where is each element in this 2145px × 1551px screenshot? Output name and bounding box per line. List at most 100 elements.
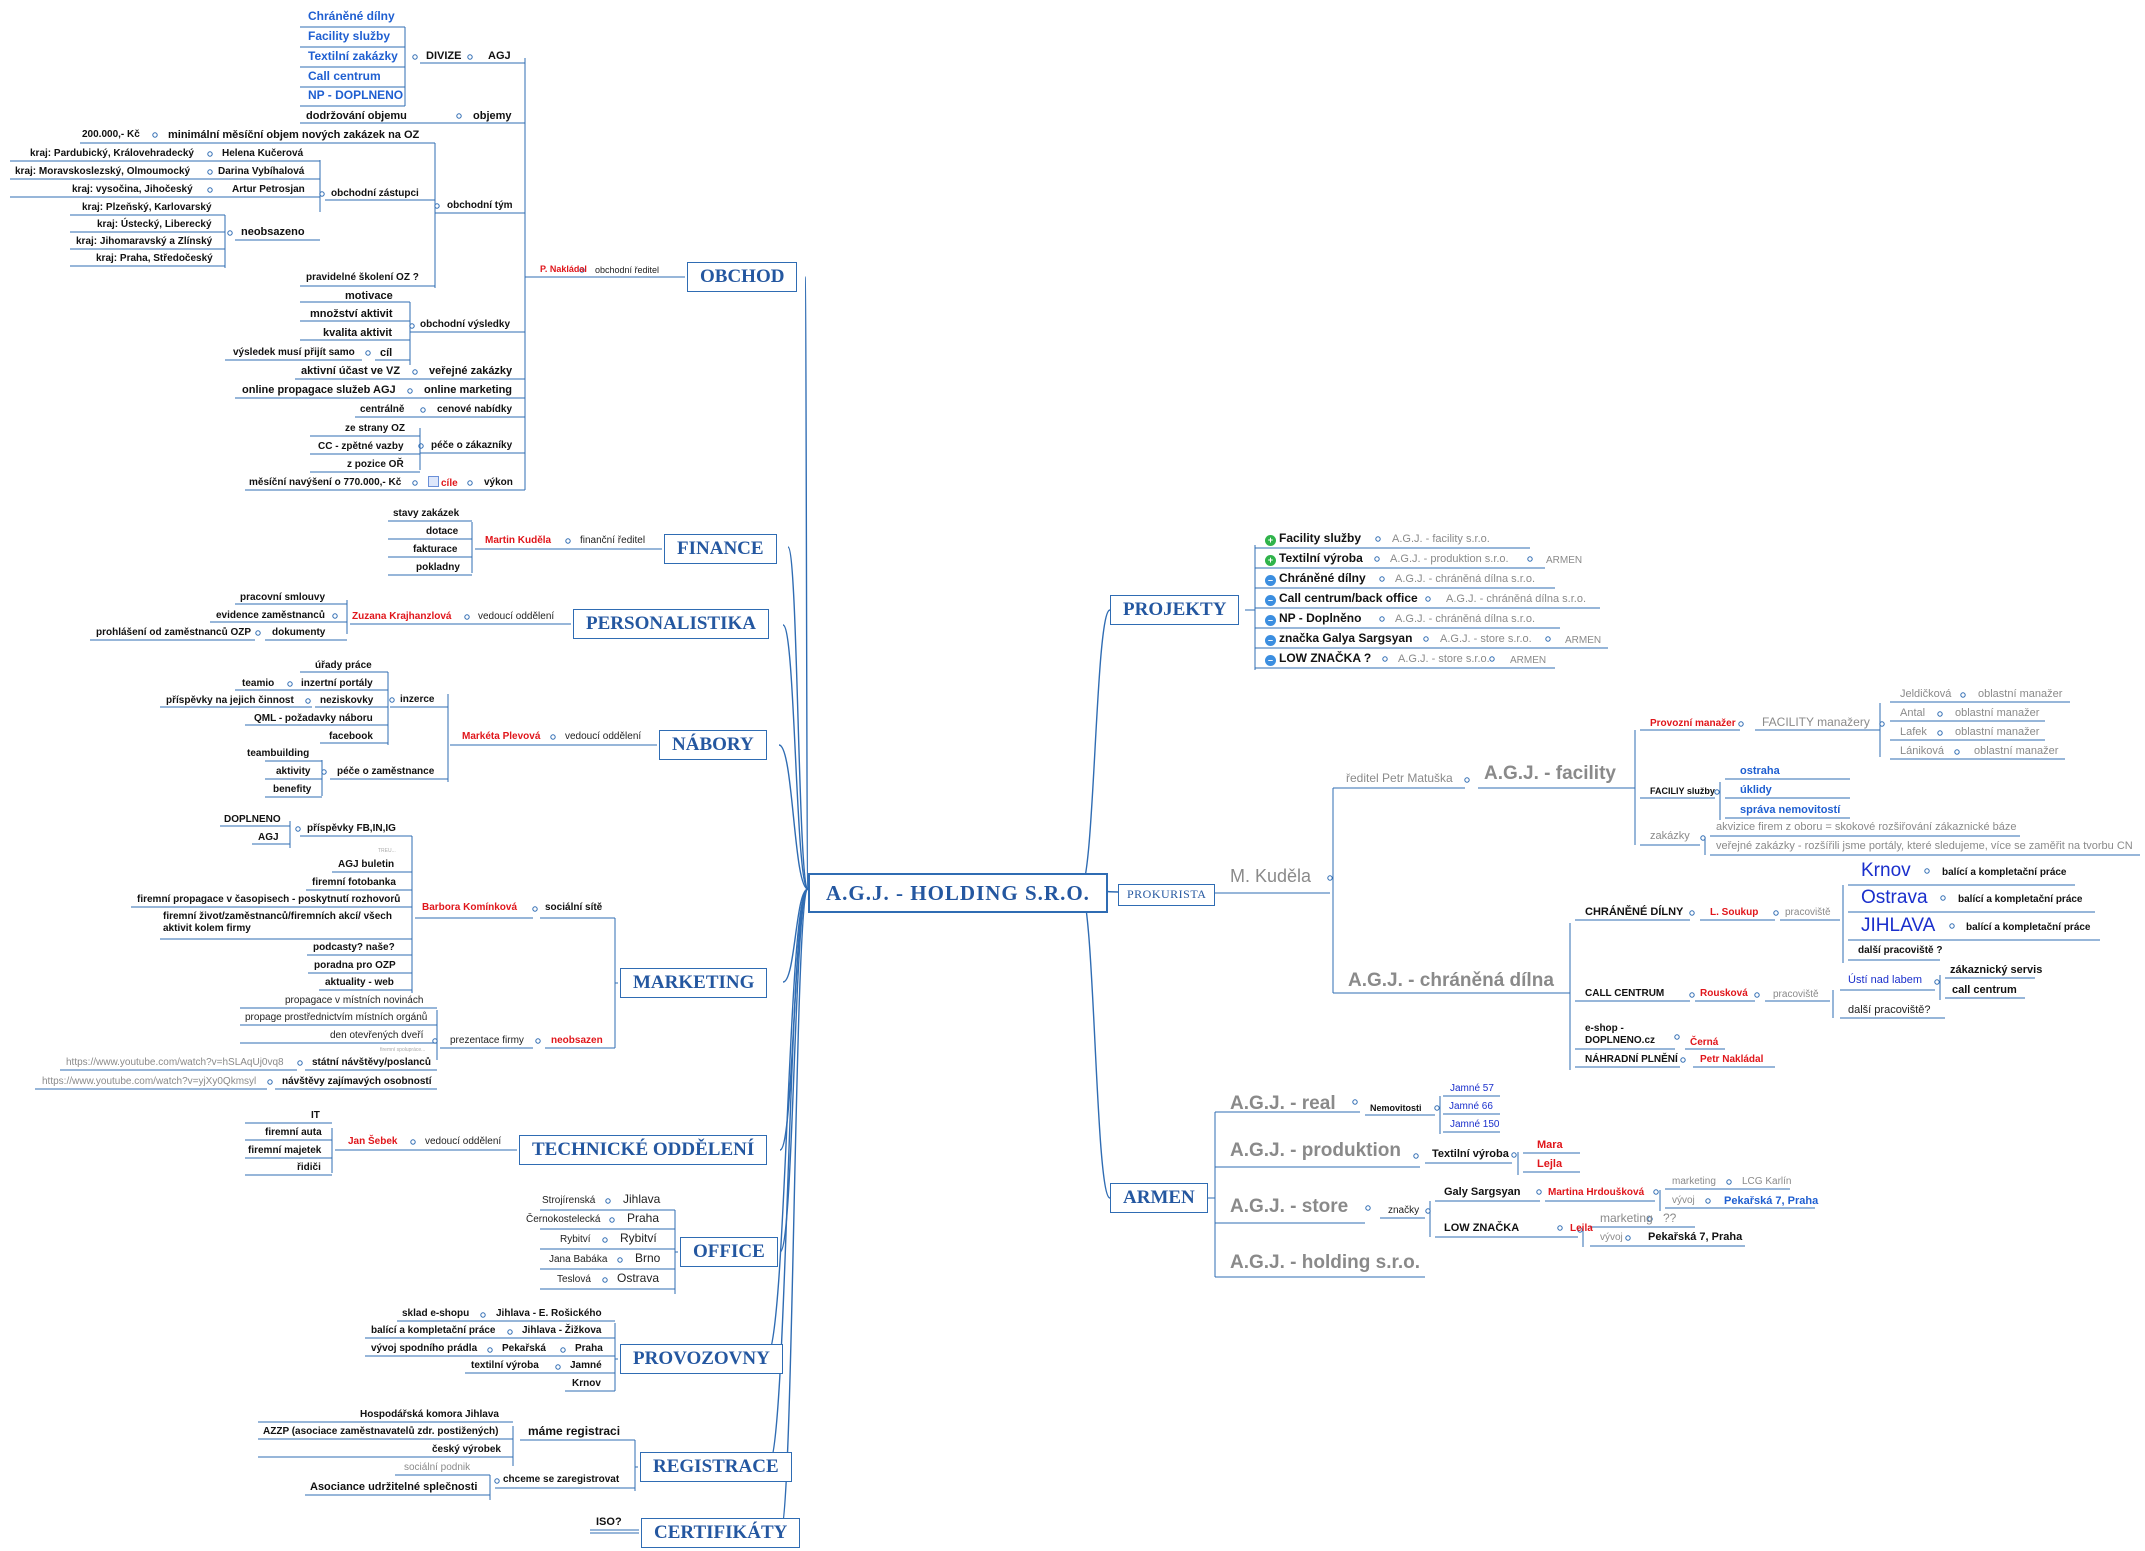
branch-dot[interactable]	[579, 267, 585, 273]
prokurista-node[interactable]: PROKURISTA	[1118, 884, 1216, 906]
branch-dot[interactable]	[152, 132, 158, 138]
branch-dot[interactable]	[605, 1198, 611, 1204]
finance-item-text: fakturace	[413, 544, 458, 555]
branch-dot[interactable]	[1937, 730, 1943, 736]
branch-dot[interactable]	[297, 1060, 303, 1066]
obchod-node[interactable]: OBCHOD	[687, 262, 798, 292]
branch-dot[interactable]	[412, 54, 418, 60]
branch-dot[interactable]	[1365, 1205, 1371, 1211]
finance-node[interactable]: FINANCE	[664, 534, 777, 564]
branch-dot[interactable]	[267, 1079, 273, 1085]
branch-dot[interactable]	[1545, 636, 1551, 642]
branch-dot[interactable]	[467, 54, 473, 60]
branch-dot[interactable]	[1374, 556, 1380, 562]
branch-dot[interactable]	[410, 1139, 416, 1145]
branch-dot[interactable]	[1434, 1105, 1440, 1111]
branch-dot[interactable]	[609, 1217, 615, 1223]
branch-dot[interactable]	[1773, 910, 1779, 916]
branch-dot[interactable]	[1940, 895, 1946, 901]
branch-dot[interactable]	[1680, 1057, 1686, 1063]
branch-dot[interactable]	[494, 1478, 500, 1484]
personal-node[interactable]: PERSONALISTIKA	[573, 609, 769, 639]
branch-dot[interactable]	[1352, 1099, 1358, 1105]
branch-dot[interactable]	[1379, 576, 1385, 582]
marketing-statni-url[interactable]: https://www.youtube.com/watch?v=hSLAqUj0…	[66, 1057, 284, 1069]
branch-dot[interactable]	[1536, 1189, 1542, 1195]
branch-dot[interactable]	[532, 906, 538, 912]
branch-dot[interactable]	[1489, 656, 1495, 662]
branch-dot[interactable]	[1577, 1227, 1583, 1233]
branch-dot[interactable]	[227, 230, 233, 236]
branch-dot[interactable]	[365, 350, 371, 356]
branch-dot[interactable]	[1382, 656, 1388, 662]
branch-dot[interactable]	[332, 613, 338, 619]
branch-dot[interactable]	[1425, 596, 1431, 602]
branch-dot[interactable]	[389, 697, 395, 703]
branch-dot[interactable]	[255, 630, 261, 636]
branch-dot[interactable]	[1954, 749, 1960, 755]
branch-dot[interactable]	[1527, 556, 1533, 562]
branch-dot[interactable]	[1949, 923, 1955, 929]
branch-dot[interactable]	[1705, 1198, 1711, 1204]
branch-dot[interactable]	[1726, 1179, 1732, 1185]
branch-dot[interactable]	[1464, 777, 1470, 783]
branch-dot[interactable]	[1379, 616, 1385, 622]
armen-node[interactable]: ARMEN	[1110, 1183, 1208, 1213]
branch-dot[interactable]	[1714, 789, 1720, 795]
branch-dot[interactable]	[1375, 536, 1381, 542]
branch-dot[interactable]	[1934, 979, 1940, 985]
branch-dot[interactable]	[412, 369, 418, 375]
branch-dot[interactable]	[1754, 992, 1760, 998]
branch-dot[interactable]	[480, 1312, 486, 1318]
branch-dot[interactable]	[456, 113, 462, 119]
branch-dot[interactable]	[207, 151, 213, 157]
branch-dot[interactable]	[287, 681, 293, 687]
projekty-node[interactable]: PROJEKTY	[1110, 595, 1240, 625]
branch-dot[interactable]	[560, 1347, 566, 1353]
divize-item-text: Chráněné dílny	[308, 9, 395, 23]
office-node[interactable]: OFFICE	[680, 1237, 778, 1267]
branch-dot[interactable]	[1960, 692, 1966, 698]
branch-dot[interactable]	[487, 1347, 493, 1353]
branch-dot[interactable]	[617, 1257, 623, 1263]
branch-dot[interactable]	[565, 538, 571, 544]
branch-dot[interactable]	[464, 614, 470, 620]
branch-dot[interactable]	[207, 187, 213, 193]
branch-dot[interactable]	[1653, 1189, 1659, 1195]
provoz-node[interactable]: PROVOZOVNY	[620, 1344, 783, 1374]
tech-node[interactable]: TECHNICKÉ ODDĚLENÍ	[519, 1135, 768, 1165]
branch-dot[interactable]	[207, 169, 213, 175]
marketing-statni-text: státní návštěvy/poslanců	[312, 1057, 431, 1068]
branch-dot[interactable]	[1738, 721, 1744, 727]
marketing-navstevy-url[interactable]: https://www.youtube.com/watch?v=yjXy0Qkm…	[42, 1076, 256, 1088]
branch-dot[interactable]	[1327, 875, 1333, 881]
branch-dot[interactable]	[412, 480, 418, 486]
branch-dot[interactable]	[1413, 1153, 1419, 1159]
branch-dot[interactable]	[305, 698, 311, 704]
registrace-node[interactable]: REGISTRACE	[640, 1452, 792, 1482]
branch-dot[interactable]	[1924, 868, 1930, 874]
branch-dot[interactable]	[1674, 1034, 1680, 1040]
nabory-node[interactable]: NÁBORY	[659, 730, 767, 760]
branch-dot[interactable]	[535, 1038, 541, 1044]
branch-dot[interactable]	[1557, 1225, 1563, 1231]
branch-dot[interactable]	[602, 1277, 608, 1283]
branch-dot[interactable]	[1689, 910, 1695, 916]
branch-dot[interactable]	[555, 1364, 561, 1370]
branch-dot[interactable]	[550, 734, 556, 740]
marketing-node[interactable]: MARKETING	[620, 968, 768, 998]
branch-dot[interactable]	[1689, 992, 1695, 998]
branch-dot[interactable]	[507, 1329, 513, 1335]
branch-dot[interactable]	[1647, 1216, 1653, 1222]
branch-dot[interactable]	[1511, 1152, 1517, 1158]
branch-dot[interactable]	[1625, 1235, 1631, 1241]
branch-dot[interactable]	[407, 388, 413, 394]
branch-dot[interactable]	[1937, 711, 1943, 717]
branch-dot[interactable]	[602, 1237, 608, 1243]
branch-dot[interactable]	[1423, 636, 1429, 642]
branch-dot[interactable]	[420, 407, 426, 413]
marketing-item-text: AGJ buletin	[338, 859, 395, 870]
cert-node[interactable]: CERTIFIKÁTY	[641, 1518, 801, 1548]
branch-dot[interactable]	[295, 826, 301, 832]
branch-dot[interactable]	[467, 480, 473, 486]
